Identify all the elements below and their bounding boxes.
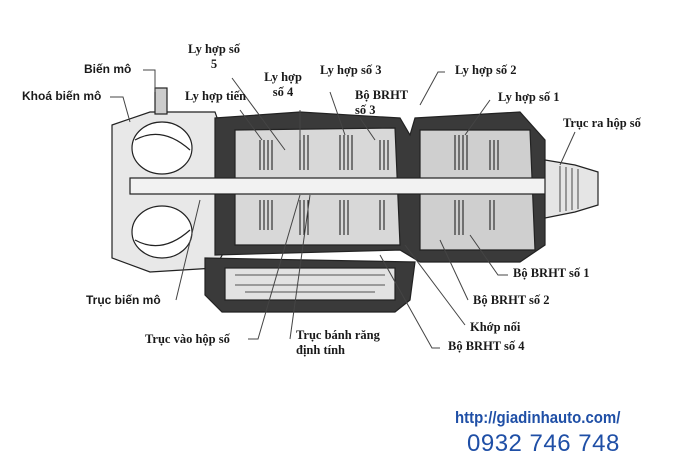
label-bo-brht-so-3: Bộ BRHT số 3 [355,88,408,118]
label-truc-ra-hop-so: Trục ra hộp số [563,116,641,130]
label-bo-brht-so-4: Bộ BRHT số 4 [448,339,525,353]
label-ly-hop-so-3: Ly hợp số 3 [320,63,382,77]
label-ly-hop-so-4-line1: Ly hợp [264,70,302,84]
label-ly-hop-so-1: Ly hợp số 1 [498,90,560,104]
label-truc-banh-rang-line2: định tính [296,343,345,357]
label-ly-hop-tien: Ly hợp tiến [185,89,247,103]
label-truc-banh-rang-line1: Trục bánh răng [296,328,380,342]
label-ly-hop-so-2: Ly hợp số 2 [455,63,517,77]
label-bo-brht-so-3-line1: Bộ BRHT [355,88,409,102]
label-bo-brht-so-2: Bộ BRHT số 2 [473,293,550,307]
label-bien-mo: Biến mô [84,62,132,76]
label-truc-bien-mo: Trục biến mô [86,293,161,307]
label-ly-hop-so-5: Ly hợp số 5 [186,42,242,72]
watermark-url: http://giadinhauto.com/ [455,408,621,427]
label-bo-brht-so-1: Bộ BRHT số 1 [513,266,590,280]
label-ly-hop-so-4-line2: số 4 [272,85,294,99]
label-truc-banh-rang: Trục bánh răng định tính [296,328,380,358]
label-ly-hop-so-5-line2: 5 [210,57,218,71]
label-bo-brht-so-3-line2: số 3 [355,103,376,117]
label-truc-vao-hop-so: Trục vào hộp số [145,332,230,346]
label-ly-hop-so-4: Ly hợp số 4 [260,70,306,100]
label-khoa-bien-mo: Khoá biến mô [22,89,102,103]
watermark-phone: 0932 746 748 [467,430,620,457]
label-ly-hop-so-5-line1: Ly hợp số [187,42,241,56]
label-khop-noi: Khớp nối [470,320,521,334]
